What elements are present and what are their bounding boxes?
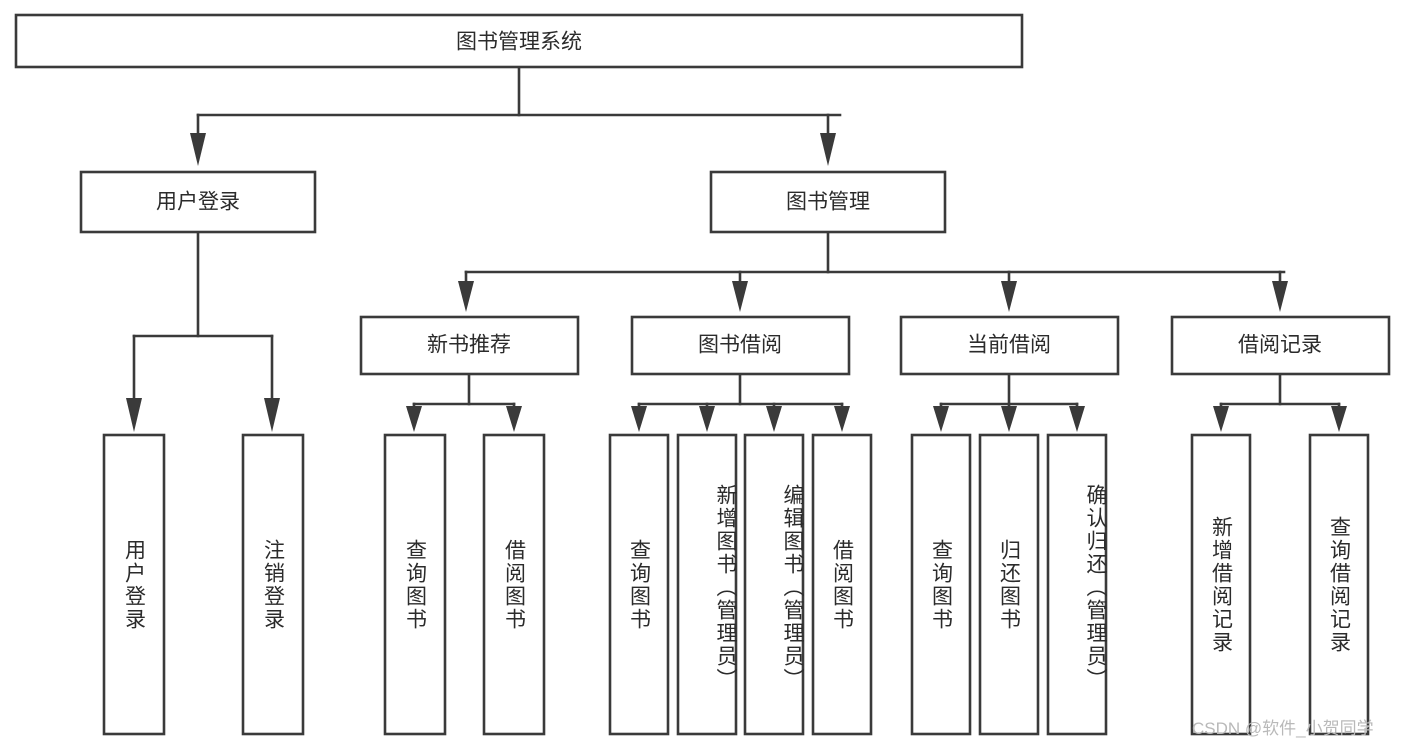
node-leaf-borrow-book-2[interactable] — [811, 433, 873, 736]
connector-root-to-level2 — [190, 65, 842, 166]
node-current-borrow-label: 当前借阅 — [967, 334, 1051, 357]
connector-borrowrecord-to-leaves — [1213, 372, 1347, 432]
node-user-login[interactable]: 用户登录 — [79, 170, 317, 234]
node-borrow-record[interactable]: 借阅记录 — [1170, 315, 1391, 376]
node-leaf-edit-book[interactable] — [743, 433, 805, 736]
node-leaf-logout[interactable] — [241, 433, 305, 736]
connector-newbook-to-leaves — [406, 372, 522, 432]
node-leaf-query-book-1[interactable] — [383, 433, 447, 736]
connector-userlogin-to-leaves — [126, 231, 280, 432]
node-new-book-rec[interactable]: 新书推荐 — [359, 315, 580, 376]
node-leaf-add-record[interactable] — [1190, 433, 1252, 736]
node-leaf-borrow-book-1[interactable] — [482, 433, 546, 736]
node-root-label: 图书管理系统 — [456, 31, 582, 54]
node-leaf-confirm-return[interactable] — [1046, 433, 1108, 736]
connector-currentborrow-to-leaves — [933, 372, 1085, 432]
csdn-watermark: CSDN @软件_小贺同学 — [1192, 719, 1374, 738]
node-book-borrow-label: 图书借阅 — [698, 334, 782, 357]
node-user-login-label: 用户登录 — [156, 191, 240, 214]
node-leaf-add-book[interactable] — [676, 433, 738, 736]
node-leaf-query-book-2[interactable] — [608, 433, 670, 736]
node-leaf-query-book-3[interactable] — [910, 433, 972, 736]
node-leaf-return-book[interactable] — [978, 433, 1040, 736]
node-borrow-record-label: 借阅记录 — [1238, 334, 1322, 357]
connector-bookmanage-to-level3 — [458, 231, 1288, 312]
node-book-manage[interactable]: 图书管理 — [709, 170, 947, 234]
node-book-manage-label: 图书管理 — [786, 191, 870, 214]
node-current-borrow[interactable]: 当前借阅 — [899, 315, 1120, 376]
node-root[interactable]: 图书管理系统 — [14, 13, 1024, 69]
node-new-book-rec-label: 新书推荐 — [427, 334, 511, 357]
node-leaf-user-login[interactable] — [102, 433, 166, 736]
node-leaf-query-record[interactable] — [1308, 433, 1370, 736]
node-book-borrow[interactable]: 图书借阅 — [630, 315, 851, 376]
connector-bookborrow-to-leaves — [631, 372, 850, 432]
